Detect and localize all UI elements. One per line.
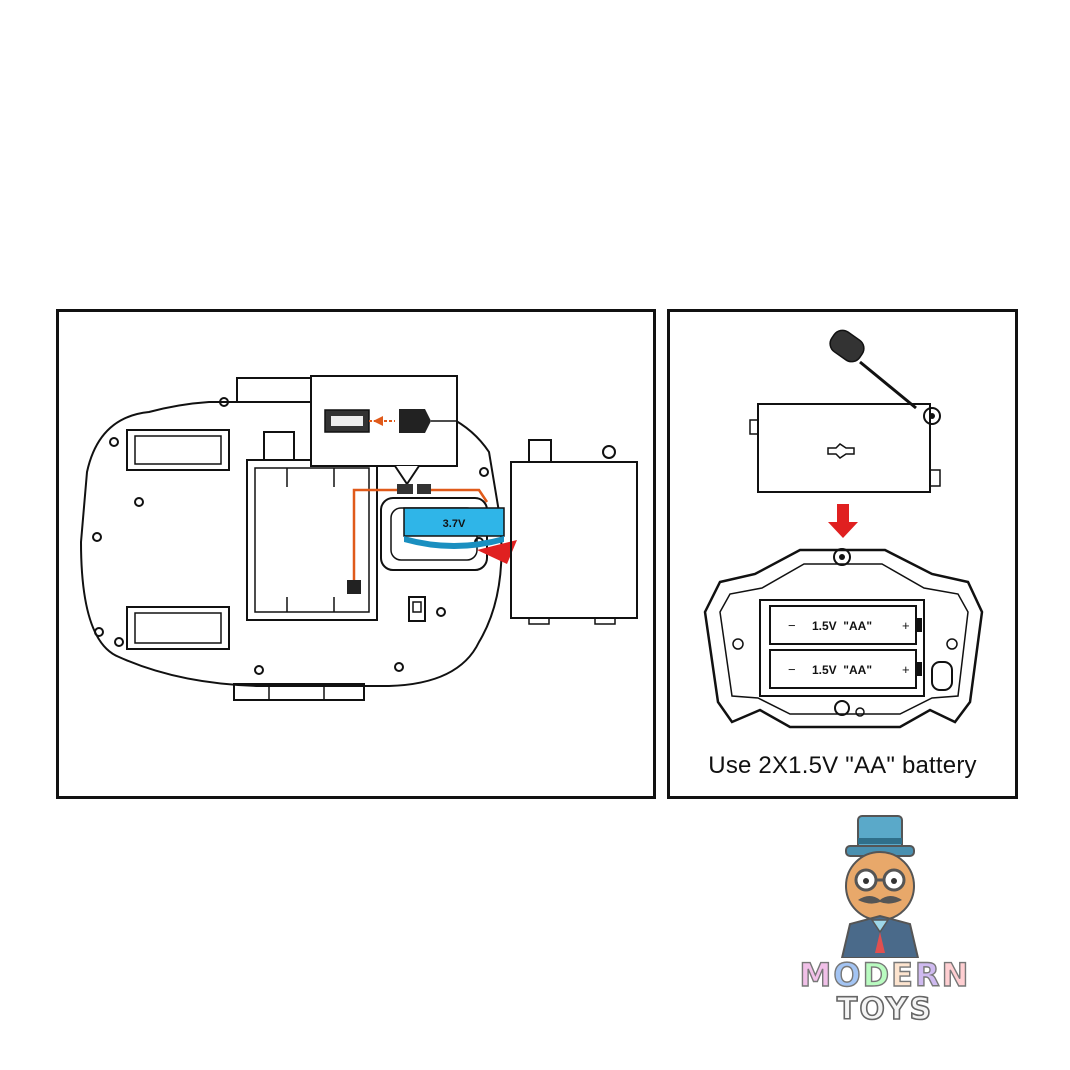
aa-battery-bay xyxy=(759,599,925,697)
front-left-wheel-well xyxy=(126,429,230,471)
battery-cover xyxy=(510,461,638,619)
rechargeable-battery-install-panel: 3.7V xyxy=(56,309,656,799)
aa-battery-1 xyxy=(769,605,917,645)
remote-battery-diagram: − + 1.5V "AA" − + 1.5V "AA" xyxy=(703,329,984,729)
aa-battery-2 xyxy=(769,649,917,689)
battery-voltage-label: 3.7V xyxy=(443,518,466,530)
logo-word-toys: TOYS xyxy=(836,991,934,1028)
battery-instruction-caption: Use 2X1.5V "AA" battery xyxy=(708,752,977,779)
aa-battery-2-label: 1.5V "AA" xyxy=(812,663,872,677)
down-arrow-icon xyxy=(828,504,858,538)
remote-body-outline xyxy=(703,548,984,729)
bottom-bumper xyxy=(233,683,365,701)
svg-text:+: + xyxy=(902,662,910,677)
rechargeable-battery xyxy=(403,507,505,537)
socket-connector xyxy=(399,409,431,433)
remote-battery-cover xyxy=(757,403,931,493)
aa-battery-1-label: 1.5V "AA" xyxy=(812,619,872,633)
insert-arrow-icon xyxy=(477,540,517,564)
battery-wire xyxy=(352,488,399,580)
battery-compartment xyxy=(246,459,378,621)
aa-battery-install-panel: − + 1.5V "AA" − + 1.5V "AA" Use 2X1.5V "… xyxy=(667,309,1018,799)
top-bumper xyxy=(236,377,314,403)
mascot-icon xyxy=(840,815,920,958)
power-switch xyxy=(408,596,426,622)
svg-text:+: + xyxy=(902,618,910,633)
svg-text:−: − xyxy=(788,618,796,633)
svg-text:−: − xyxy=(788,662,796,677)
screwdriver-icon xyxy=(829,329,917,410)
rear-left-wheel-well xyxy=(126,606,230,650)
car-underside-diagram: 3.7V xyxy=(79,375,638,701)
logo-word-modern: MODERN xyxy=(799,955,971,994)
modern-toys-logo: MODERN TOYS xyxy=(780,808,990,1033)
